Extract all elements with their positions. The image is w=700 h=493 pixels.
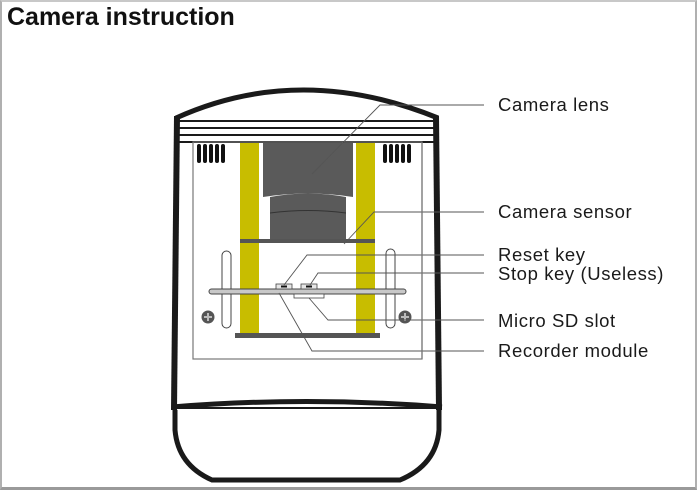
lens-barrel xyxy=(270,193,346,240)
vent-right xyxy=(383,144,411,163)
micro-sd-slot xyxy=(293,293,325,299)
camera-bottom-cap xyxy=(172,410,442,483)
camera-top-ribs xyxy=(176,120,438,143)
vent-left xyxy=(197,144,225,163)
screw-left-icon xyxy=(201,310,215,324)
camera-body-waist xyxy=(171,399,443,410)
camera-body-left-wall xyxy=(171,115,180,411)
page-title: Camera instruction xyxy=(7,3,235,31)
label-reset-key: Reset key xyxy=(498,244,586,265)
lens-housing xyxy=(263,143,353,197)
leader-recorder-module xyxy=(278,292,484,352)
camera-body-right-wall xyxy=(433,115,442,411)
leader-stop-key xyxy=(309,272,484,286)
stop-key xyxy=(300,283,318,290)
leader-reset-key xyxy=(283,254,484,286)
sensor-board xyxy=(240,239,375,243)
label-micro-sd-slot: Micro SD slot xyxy=(498,310,616,331)
label-recorder-module: Recorder module xyxy=(498,340,649,361)
leader-camera-lens xyxy=(311,104,484,175)
camera-top-dome xyxy=(174,87,439,121)
label-stop-key: Stop key (Useless) xyxy=(498,263,665,284)
leader-micro-sd-slot xyxy=(308,297,484,321)
base-board xyxy=(235,333,380,338)
leader-lines xyxy=(278,104,484,352)
recorder-module-board xyxy=(208,288,407,295)
label-camera-lens: Camera lens xyxy=(498,94,610,115)
screw-right-icon xyxy=(398,310,412,324)
label-camera-sensor: Camera sensor xyxy=(498,201,633,222)
leader-camera-sensor xyxy=(343,211,484,245)
reset-key xyxy=(275,283,293,290)
